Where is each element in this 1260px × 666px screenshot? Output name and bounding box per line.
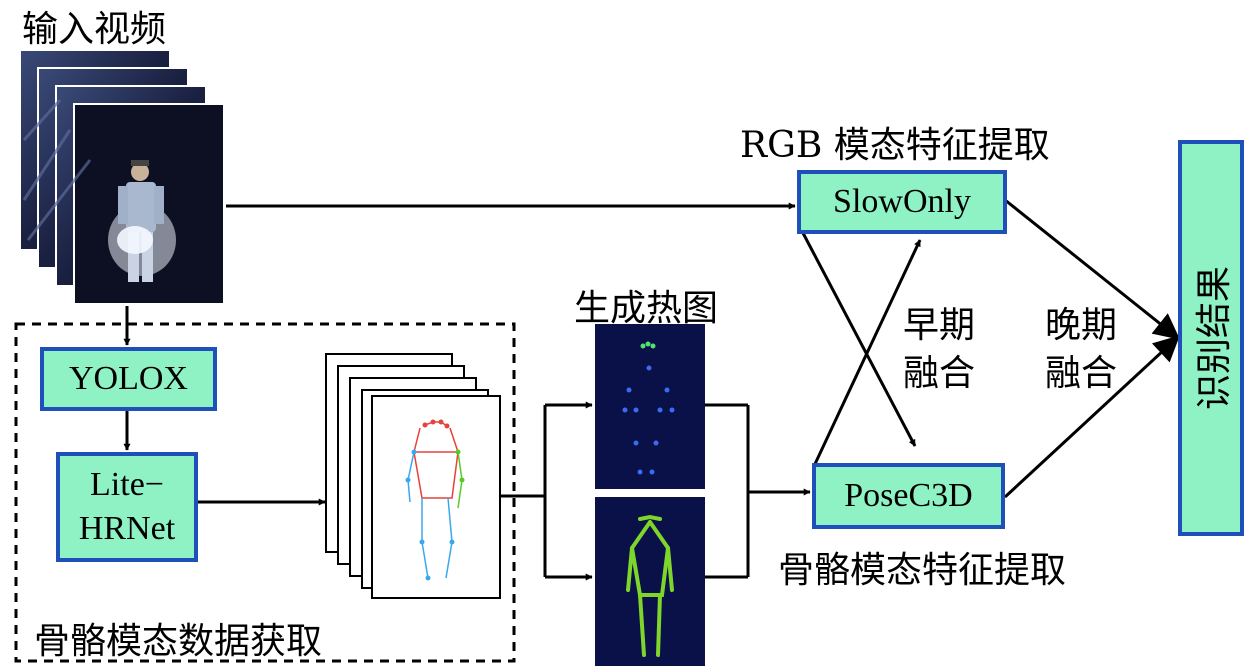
slowonly-label: SlowOnly: [833, 183, 971, 220]
early-fusion-label-line1: 早期: [903, 305, 976, 346]
yolox-box: YOLOX: [40, 347, 217, 411]
heatmap-label: 生成热图: [574, 288, 719, 329]
skeleton-feature-label: 骨骼模态特征提取: [778, 550, 1067, 591]
late-fusion-label-line1: 晚期: [1045, 305, 1118, 346]
litehrnet-box: Lite− HRNet: [56, 452, 198, 562]
pose-frames: [325, 353, 501, 599]
early-fusion-label-line2: 融合: [903, 353, 976, 394]
input-video-label: 输入视频: [22, 9, 167, 50]
heatmap-limbs: [595, 497, 705, 666]
input-video-frames: [19, 49, 225, 305]
yolox-label: YOLOX: [69, 360, 188, 397]
litehrnet-label-line2: HRNet: [78, 510, 176, 547]
posec3d-label: PoseC3D: [844, 477, 973, 514]
skeleton-data-container: [14, 322, 516, 663]
late-fusion-label-line2: 融合: [1045, 353, 1118, 394]
result-box: 识别结果: [1178, 140, 1244, 536]
litehrnet-label-line1: Lite−: [90, 465, 164, 503]
heatmap-keypoints: [595, 324, 705, 489]
result-label: 识别结果: [1194, 265, 1236, 411]
slowonly-box: SlowOnly: [797, 170, 1007, 234]
miner-figure: [108, 160, 176, 282]
skeleton-data-label: 骨骼模态数据获取: [34, 621, 323, 662]
posec3d-box: PoseC3D: [812, 463, 1005, 529]
skeleton-drawing: [405, 419, 465, 581]
rgb-feature-label: RGB 模态特征提取: [740, 125, 1050, 166]
connectors: [123, 198, 1181, 581]
